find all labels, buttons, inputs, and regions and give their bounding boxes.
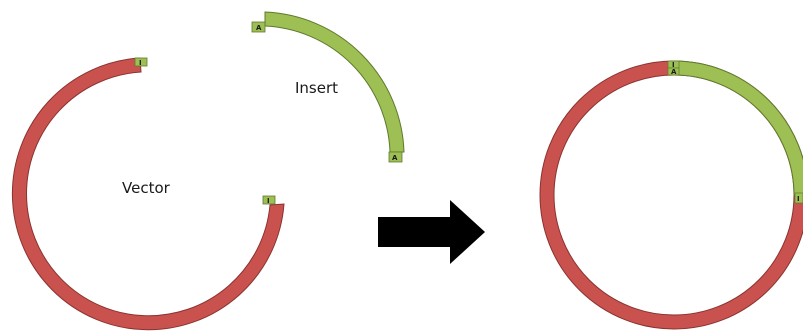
junction-top-mark-insert: A — [671, 68, 677, 76]
insert-bottom-end-mark: A — [392, 154, 398, 162]
arrow-shape — [378, 200, 485, 264]
vector-right-end-tab — [262, 195, 276, 205]
vector-label: Vector — [122, 179, 171, 197]
process-arrow — [378, 200, 485, 264]
junction-top-mark-vector: I — [672, 61, 675, 69]
vector-top-end-mark: I — [139, 59, 142, 67]
insert-fragment: A A Insert — [251, 11, 405, 163]
junction-top-tab-lower — [667, 67, 680, 76]
vector-arc — [11, 57, 285, 331]
insert-bottom-end-tab — [388, 151, 403, 163]
insert-label: Insert — [295, 79, 338, 97]
vector-top-end-tab — [134, 57, 148, 67]
junction-right-tab — [794, 192, 803, 204]
junction-right-mark-vector: I — [797, 195, 800, 203]
recombinant-insert-segment — [673, 60, 803, 196]
insert-top-end-tab — [251, 21, 266, 33]
open-vector: I I Vector — [11, 57, 285, 331]
insert-top-end-mark: A — [256, 24, 262, 32]
recombinant-plasmid: I A I — [539, 60, 803, 330]
vector-right-end-mark: I — [267, 197, 270, 205]
